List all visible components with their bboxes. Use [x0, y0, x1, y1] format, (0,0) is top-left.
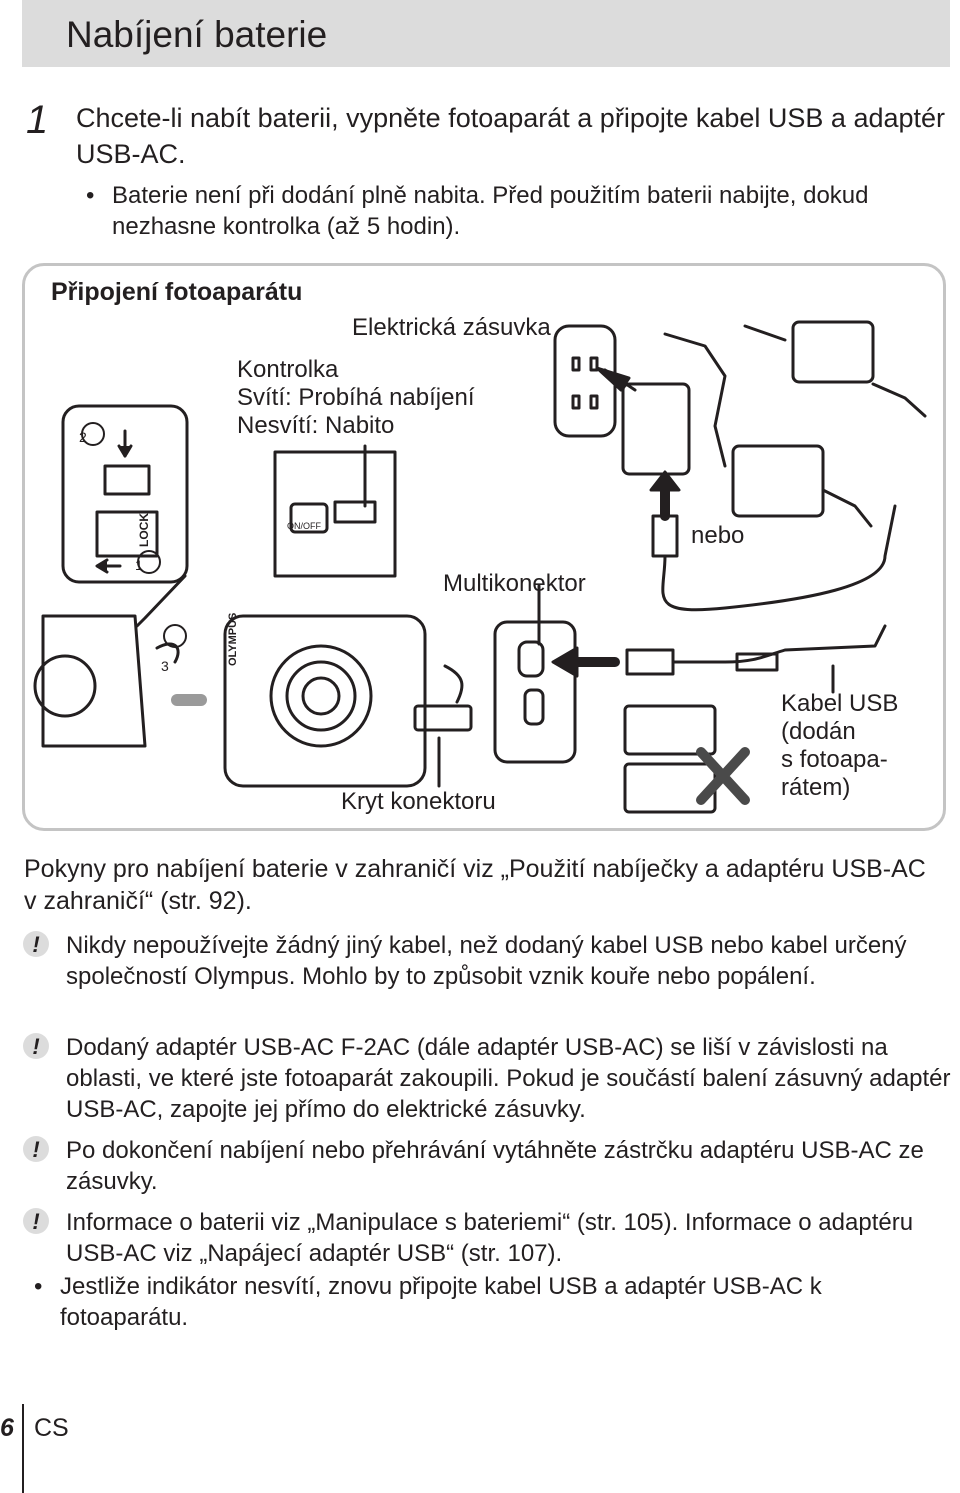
warning-3: ! Po dokončení nabíjení nebo přehrávání …	[23, 1135, 956, 1197]
step-text: Chcete-li nabít baterii, vypněte fotoapa…	[76, 103, 946, 169]
svg-text:!: !	[32, 932, 39, 957]
page-number: 6	[0, 1414, 14, 1442]
warning-4: ! Informace o baterii viz „Manipulace s …	[23, 1207, 956, 1269]
svg-text:!: !	[32, 1137, 39, 1162]
wall-outlet	[553, 324, 617, 438]
label-usb-cable-1: Kabel USB	[781, 690, 899, 717]
step-bullet-text: Baterie není při dodání plně nabita. Pře…	[112, 182, 869, 240]
micro-usb-plug	[625, 648, 675, 676]
usb-ac-adapter-corded	[731, 444, 825, 518]
camera-top-detail	[273, 450, 397, 578]
final-bullet: • Jestliže indikátor nesvítí, znovu přip…	[34, 1271, 920, 1333]
connection-illustration	[33, 320, 927, 814]
camera-left-partial	[41, 614, 147, 748]
label-indicator-on: Svítí: Probíhá nabíjení	[237, 384, 475, 411]
slide-switch	[103, 464, 151, 496]
label-usb-cable-4: rátem)	[781, 774, 851, 801]
usb-plug	[651, 514, 679, 558]
warning-icon: !	[23, 1136, 49, 1162]
camera-main	[223, 614, 427, 788]
bullet-dot: •	[86, 182, 95, 209]
onoff-text: ON/OFF	[287, 521, 321, 531]
label-or: nebo	[691, 522, 745, 549]
usb-ac-adapter-alt	[791, 320, 875, 384]
page-title: Nabíjení baterie	[66, 14, 328, 55]
camera-brand: OLYMPUS	[227, 612, 239, 666]
diagram-panel: Připojení fotoaparátu Elektrická zásuvka…	[22, 263, 946, 831]
abroad-note: Pokyny pro nabíjení baterie v zahraničí …	[24, 855, 926, 915]
label-usb-cable-3: s fotoapa-	[781, 746, 888, 773]
lock-text: LOCK	[137, 513, 151, 547]
diagram-title: Připojení fotoaparátu	[51, 278, 303, 306]
warning-1-text: Nikdy nepoužívejte žádný jiný kabel, než…	[66, 932, 907, 990]
warning-3-text: Po dokončení nabíjení nebo přehrávání vy…	[66, 1137, 924, 1195]
step-bullet: • Baterie není při dodání plně nabita. P…	[86, 180, 942, 242]
multiconnector-closeup	[493, 620, 577, 764]
label-connector-cover: Kryt konektoru	[341, 788, 496, 815]
camera-side-detail	[61, 404, 189, 584]
language-code: CS	[34, 1414, 69, 1442]
warning-icon: !	[23, 931, 49, 957]
title-bar: Nabíjení baterie	[22, 0, 950, 67]
bullet-dot: •	[34, 1273, 43, 1300]
warning-icon: !	[23, 1033, 49, 1059]
label-multiconnector: Multikonektor	[443, 570, 586, 597]
label-usb-cable-2: (dodán	[781, 718, 856, 745]
footer-divider	[22, 1404, 24, 1493]
correct-plug	[623, 704, 717, 756]
final-bullet-text: Jestliže indikátor nesvítí, znovu připoj…	[60, 1273, 822, 1331]
step-mark-2: 2	[79, 429, 87, 445]
step-mark-3: 3	[161, 658, 169, 674]
warning-1: ! Nikdy nepoužívejte žádný jiný kabel, n…	[23, 930, 956, 992]
warning-2-text: Dodaný adaptér USB-AC F-2AC (dále adapté…	[66, 1034, 951, 1123]
label-indicator-off: Nesvítí: Nabito	[237, 412, 395, 439]
battery-door	[95, 510, 159, 558]
step-mark-1: 1	[135, 557, 143, 573]
label-indicator: Kontrolka	[237, 356, 339, 383]
warning-icon: !	[23, 1208, 49, 1234]
svg-text:!: !	[32, 1209, 39, 1234]
usb-ac-adapter	[621, 382, 691, 476]
warning-2: ! Dodaný adaptér USB-AC F-2AC (dále adap…	[23, 1032, 956, 1125]
svg-text:!: !	[32, 1034, 39, 1059]
warning-4-text: Informace o baterii viz „Manipulace s ba…	[66, 1209, 914, 1267]
step-number: 1	[26, 98, 49, 142]
connector-cover	[413, 704, 473, 732]
label-outlet: Elektrická zásuvka	[352, 314, 551, 341]
